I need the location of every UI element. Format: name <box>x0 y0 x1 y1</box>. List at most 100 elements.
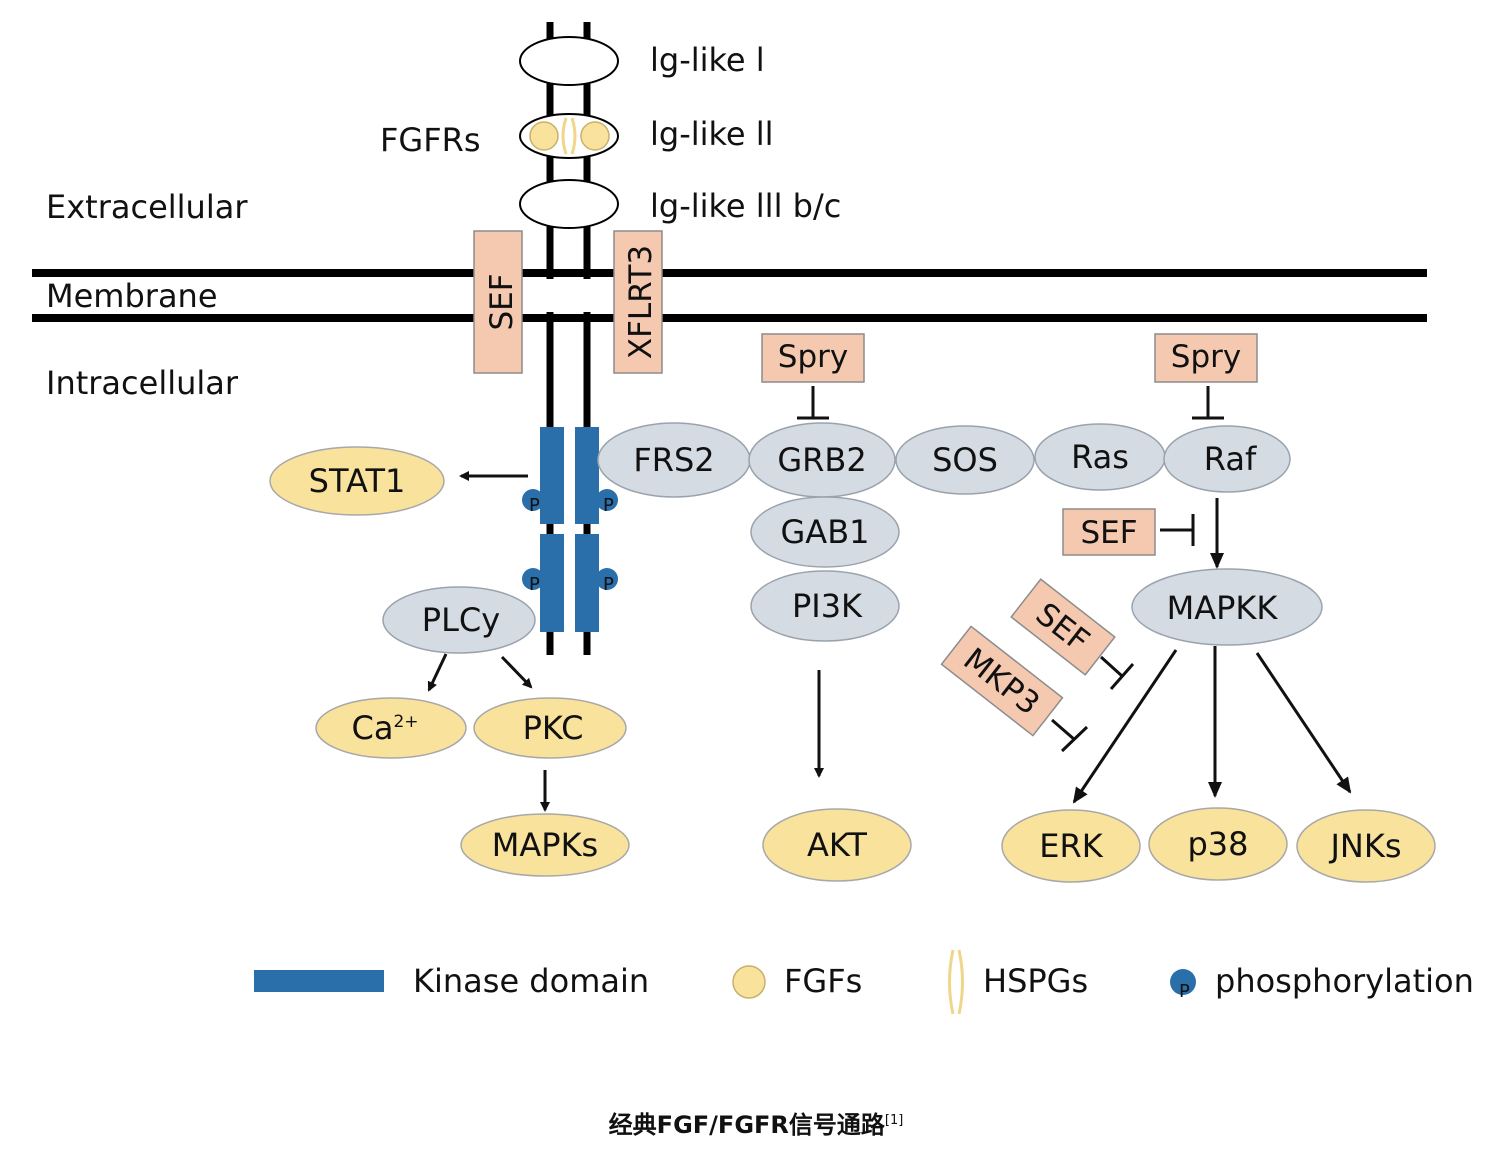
legend: Kinase domain FGFs HSPGs P phosphorylati… <box>254 949 1474 1015</box>
phospho-letter: P <box>529 495 540 516</box>
node-ca: Ca2+ <box>315 697 467 759</box>
node-frs2: FRS2 <box>597 422 751 498</box>
fgf-ligand-left <box>529 121 559 151</box>
node-gab1-label: GAB1 <box>781 513 870 551</box>
mkp3-inhibition-bar <box>1051 718 1089 753</box>
node-sos: SOS <box>895 425 1035 495</box>
node-akt-label: AKT <box>807 826 867 864</box>
spry-grb2-inhibitor: Spry <box>761 333 865 383</box>
node-frs2-label: FRS2 <box>633 441 714 479</box>
node-p38-label: p38 <box>1187 825 1248 863</box>
fgf-fgfr-pathway-diagram: Extracellular Membrane Intracellular P P… <box>32 22 1474 1015</box>
spry-grb2-inhibition-bar <box>797 386 829 420</box>
spry-raf-label: Spry <box>1171 339 1241 375</box>
legend-kinase-label: Kinase domain <box>413 962 649 1000</box>
kinase-domain-left-lower <box>540 534 564 632</box>
spry-raf-inhibition-bar <box>1192 386 1224 420</box>
region-label-intracellular: Intracellular <box>46 364 239 402</box>
ig-like-domain-3 <box>519 179 619 229</box>
node-sos-label: SOS <box>932 441 998 479</box>
figure-caption: 经典FGF/FGFR信号通路[1] <box>0 1105 1512 1140</box>
node-pi3k-label: PI3K <box>792 587 863 625</box>
xflrt3-membrane-box <box>613 230 663 374</box>
receptor-gap-left <box>543 279 557 312</box>
legend-phosphorylation-label: phosphorylation <box>1215 962 1474 1000</box>
legend-fgf-swatch <box>732 965 766 999</box>
sef-membrane-protein: SEF <box>473 230 523 374</box>
node-jnks: JNKs <box>1296 809 1436 883</box>
legend-kinase-swatch <box>254 970 384 992</box>
sef-erk-box <box>1010 578 1116 676</box>
node-akt: AKT <box>762 808 912 882</box>
node-mapks-label: MAPKs <box>492 826 598 864</box>
node-p38: p38 <box>1148 807 1288 881</box>
sef-mapkk-label: SEF <box>1080 515 1137 551</box>
node-raf: Raf <box>1163 425 1291 493</box>
figure-caption-reference: [1] <box>884 1113 904 1128</box>
ig-like-2-label: lg-like ll <box>650 115 774 153</box>
node-pi3k: PI3K <box>750 570 900 642</box>
node-grb2-label: GRB2 <box>777 441 866 479</box>
sef-membrane-box <box>473 230 523 374</box>
sef-erk-inhibitor: SEF <box>1010 578 1116 676</box>
arrow-mapkk-to-erk <box>1072 649 1178 804</box>
sef-mapkk-inhibition-bar <box>1160 514 1195 546</box>
node-stat1: STAT1 <box>269 446 445 516</box>
node-jnks-label: JNKs <box>1328 827 1401 865</box>
sef-erk-inhibition-bar <box>1099 655 1135 690</box>
phospho-site <box>522 568 544 590</box>
fgfrs-label: FGFRs <box>380 121 481 159</box>
node-mapkk-label: MAPKK <box>1167 589 1279 627</box>
node-ras: Ras <box>1034 423 1166 491</box>
phospho-letter: P <box>529 574 540 595</box>
legend-phospho-letter: P <box>1179 981 1190 1002</box>
node-plcy-label: PLCy <box>422 601 500 639</box>
node-pkc: PKC <box>473 697 627 759</box>
xflrt3-membrane-label: XFLRT3 <box>623 245 659 359</box>
kinase-domain-right-upper <box>575 427 599 524</box>
xflrt3-membrane-protein: XFLRT3 <box>613 230 663 374</box>
node-pkc-label: PKC <box>523 709 584 747</box>
region-label-membrane: Membrane <box>46 277 218 315</box>
node-erk: ERK <box>1001 809 1141 883</box>
phospho-site <box>596 489 618 511</box>
node-erk-label: ERK <box>1039 827 1103 865</box>
fgf-ligand-right <box>580 121 610 151</box>
legend-hspg-swatch-right <box>957 949 964 1015</box>
kinase-domain-right-lower <box>575 534 599 632</box>
spry-grb2-label: Spry <box>778 339 848 375</box>
spry-raf-box <box>1154 333 1258 383</box>
sef-membrane-label: SEF <box>484 273 520 330</box>
legend-phospho-swatch <box>1170 969 1196 995</box>
spry-raf-inhibitor: Spry <box>1154 333 1258 383</box>
hspg-strand-left <box>561 117 568 155</box>
phospho-letter: P <box>603 495 614 516</box>
fgfr-receptor: P P P P <box>519 22 619 655</box>
phospho-site <box>596 568 618 590</box>
spry-grb2-box <box>761 333 865 383</box>
node-gab1: GAB1 <box>750 496 900 568</box>
kinase-domain-left-upper <box>540 427 564 524</box>
ig-like-3-label: lg-like lll b/c <box>650 187 841 225</box>
node-plcy: PLCy <box>382 586 536 654</box>
ig-like-domain-1 <box>519 36 619 86</box>
node-ca-label: Ca2+ <box>351 709 418 747</box>
sef-mapkk-box <box>1062 508 1156 556</box>
node-mapkk: MAPKK <box>1131 568 1323 646</box>
sef-mapkk-inhibitor: SEF <box>1062 508 1156 556</box>
node-ca-superscript: 2+ <box>393 712 418 732</box>
node-raf-label: Raf <box>1204 440 1257 478</box>
legend-hspgs-label: HSPGs <box>983 962 1088 1000</box>
mkp3-box <box>940 625 1064 737</box>
region-label-extracellular: Extracellular <box>46 188 248 226</box>
phospho-site <box>522 489 544 511</box>
arrow-mapkk-to-jnks <box>1255 652 1352 794</box>
figure-caption-text: 经典FGF/FGFR信号通路 <box>608 1111 885 1139</box>
receptor-gap-right <box>580 279 594 312</box>
legend-fgfs-label: FGFs <box>784 962 862 1000</box>
node-ca-base: Ca <box>351 709 393 747</box>
ig-like-1-label: lg-like l <box>650 41 765 79</box>
arrow-plcy-to-pkc <box>500 655 533 689</box>
node-stat1-label: STAT1 <box>309 462 406 500</box>
legend-hspg-swatch-left <box>948 949 955 1015</box>
